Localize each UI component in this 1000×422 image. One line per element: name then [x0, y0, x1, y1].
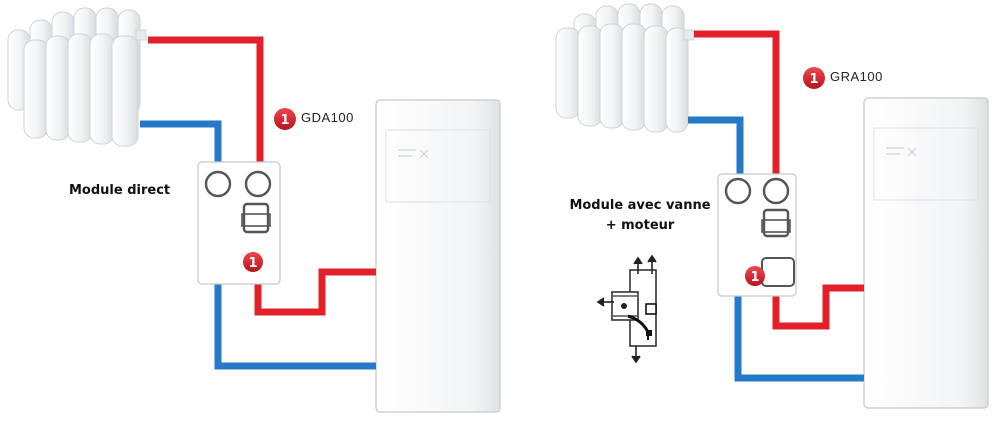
left-boiler-return-pipe — [214, 282, 376, 370]
right-boiler — [863, 97, 989, 409]
right-supply-pipe — [694, 30, 780, 176]
right-module-pump-icon — [762, 208, 790, 238]
left-module: 1 — [197, 161, 281, 285]
left-radiator — [7, 7, 147, 147]
right-boiler-flow-pipe — [772, 284, 864, 330]
left-badge-number: 1 — [280, 113, 289, 128]
right-module-label-line1: Module avec vanne — [569, 198, 711, 213]
left-boiler-flow-pipe — [254, 268, 376, 316]
left-product-code: GDA100 — [301, 110, 354, 125]
right-module-gauge-icon — [762, 177, 790, 205]
left-pipes — [140, 36, 376, 370]
left-module-label: Module direct — [69, 183, 171, 198]
left-module-gauge-icon — [244, 170, 272, 198]
right-module-label: Module avec vanne + moteur — [560, 196, 720, 236]
right-return-pipe-top — [688, 116, 744, 176]
left-return-pipe-top — [140, 120, 222, 168]
three-way-valve-icon — [596, 254, 657, 364]
right-module-badge-number: 1 — [750, 270, 759, 285]
right-module: 1 — [717, 173, 797, 297]
right-product-badge: 1 — [803, 67, 825, 89]
left-supply-pipe — [148, 36, 264, 168]
left-boiler — [375, 99, 501, 413]
right-product-code: GRA100 — [830, 69, 883, 84]
left-module-badge-number: 1 — [248, 256, 257, 271]
right-radiator — [555, 3, 695, 133]
right-module-badge — [745, 266, 765, 286]
right-badge-number: 1 — [809, 72, 818, 87]
right-module-motor-icon — [761, 257, 795, 287]
right-module-gauge-icon — [724, 177, 752, 205]
right-boiler-return-pipe — [734, 296, 864, 382]
right-system: 1 1 — [555, 3, 989, 409]
left-module-pump-icon — [242, 202, 270, 234]
left-product-badge: 1 — [274, 108, 296, 130]
left-module-gauge-icon — [204, 170, 232, 198]
left-system: 1 1 — [7, 7, 501, 413]
right-module-label-line2: + moteur — [605, 218, 675, 233]
left-module-badge — [243, 252, 263, 272]
right-pipes — [688, 30, 864, 382]
